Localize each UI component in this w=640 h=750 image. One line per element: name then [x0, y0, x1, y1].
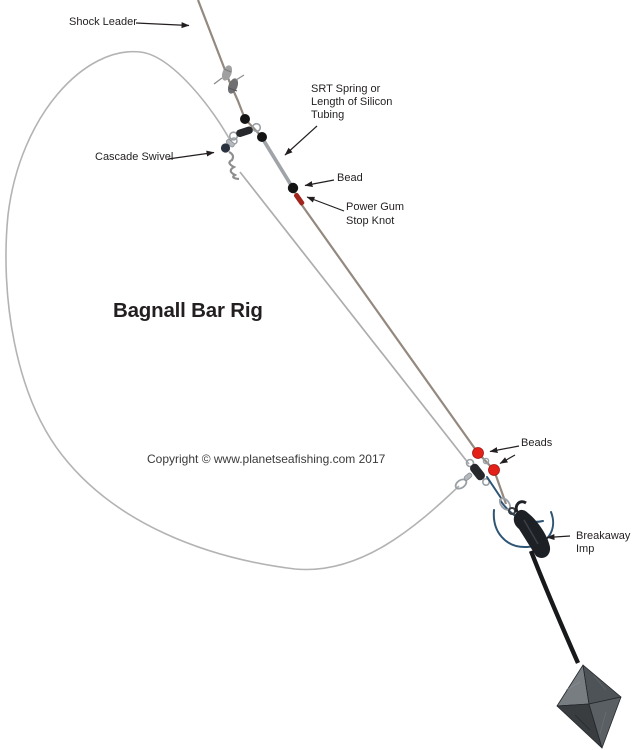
swivel-eye-icon	[251, 122, 262, 133]
label-power-gum: Power Gum Stop Knot	[346, 201, 405, 227]
arrow-cascade-swivel	[167, 150, 215, 160]
label-beads: Beads	[521, 437, 553, 449]
pyramid-sinker	[556, 664, 622, 749]
arrow-beads-bottom	[499, 454, 516, 465]
arrow-bead	[304, 179, 335, 188]
swivel-eye-icon	[228, 131, 239, 141]
breakaway-imp	[486, 476, 555, 558]
diagram-title: Bagnall Bar Rig	[113, 299, 263, 322]
black-bead	[257, 132, 267, 142]
cascade-swivel-bead	[220, 143, 231, 153]
arrow-power-gum	[306, 196, 345, 212]
lead-weight	[528, 550, 622, 749]
red-bead	[488, 464, 500, 476]
srt-tubing-segment	[262, 139, 293, 187]
arrow-srt-spring	[284, 125, 318, 156]
annotation-arrows	[135, 22, 571, 541]
label-breakaway-imp: Breakaway Imp	[576, 530, 631, 555]
black-bead	[240, 114, 250, 124]
arrow-beads-top	[489, 445, 520, 454]
label-bead: Bead	[337, 172, 363, 184]
power-gum-stop-knot	[294, 193, 305, 206]
black-bead	[287, 182, 299, 194]
copyright-notice: Copyright © www.planetseafishing.com 201…	[147, 452, 386, 466]
label-srt-spring: SRT Spring or Length of Silicon Tubing	[311, 83, 393, 121]
bar-line	[239, 171, 470, 465]
label-cascade-swivel: Cascade Swivel	[95, 151, 174, 163]
shock-leader-line	[196, 0, 508, 505]
snood-knot	[228, 151, 240, 181]
arrow-breakaway-imp	[546, 534, 571, 541]
weight-stem	[528, 550, 581, 664]
top-swivel-cluster	[228, 114, 267, 142]
leader-knot	[213, 65, 245, 94]
hook-snood-loop-line	[5, 50, 460, 571]
label-shock-leader: Shock Leader	[69, 16, 137, 28]
arrow-shock-leader	[135, 22, 190, 29]
cascade-swivel	[220, 137, 240, 181]
red-bead	[472, 447, 484, 459]
